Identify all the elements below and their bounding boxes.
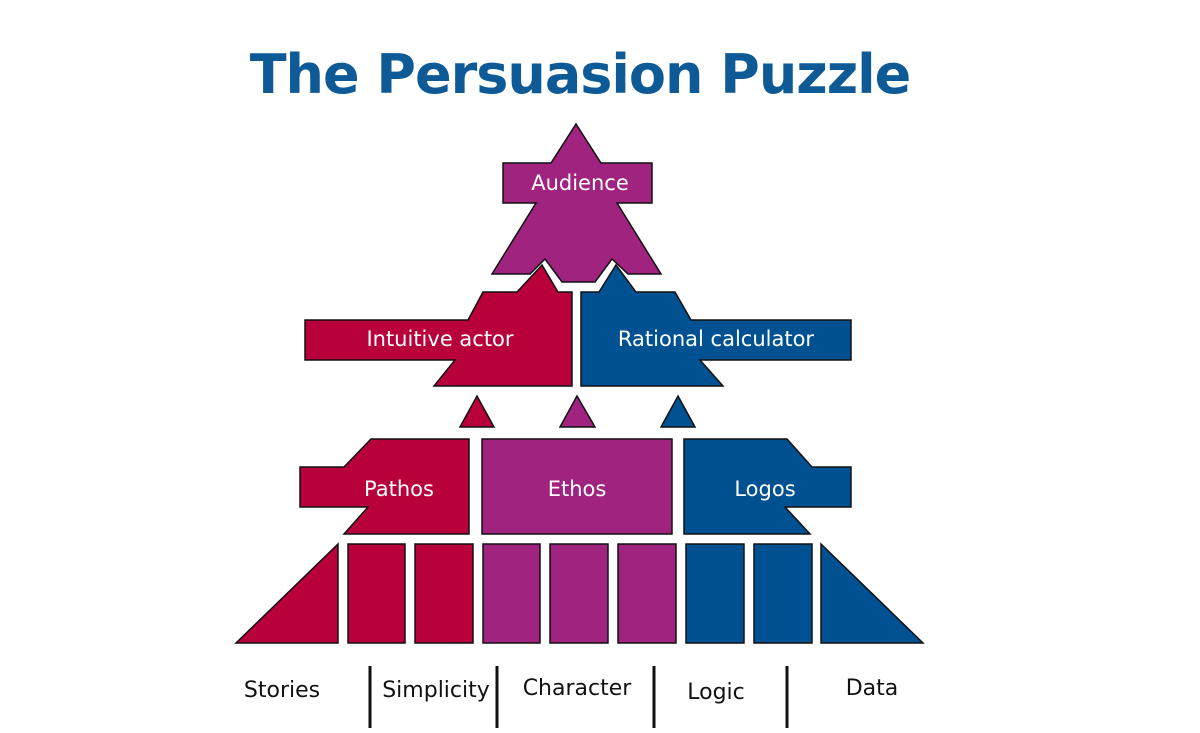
intuitive-actor-shape [304,263,573,387]
rational-calculator-label: Rational calculator [618,327,814,351]
ethos-connector-triangle [558,394,597,428]
base-label-character: Character [523,676,633,701]
base-row [234,542,925,644]
base-block-1 [347,543,406,644]
rational-calculator-node: Rational calculator [580,263,852,387]
page-title: The Persuasion Puzzle [250,43,911,106]
ethos-node: Ethos [481,438,673,535]
base-block-2 [414,543,474,644]
audience-label: Audience [531,171,629,195]
pathos-node: Pathos [299,438,470,535]
base-block-3 [482,543,541,644]
base-block-7 [753,543,813,644]
base-block-4 [549,543,609,644]
pathos-shape [299,438,470,535]
logos-label: Logos [734,477,795,501]
base-labels: Stories Simplicity Character Logic Data [244,676,898,705]
logos-node: Logos [683,438,852,535]
ethos-shape [481,438,673,535]
base-label-logic: Logic [687,680,745,705]
rational-calculator-shape [580,263,852,387]
audience-shape [490,122,663,283]
base-label-data: Data [846,676,899,701]
base-block-6 [685,543,745,644]
ethos-label: Ethos [548,477,607,501]
intuitive-actor-label: Intuitive actor [366,327,513,351]
base-dividers [368,666,789,728]
pathos-label: Pathos [364,477,434,501]
base-block-5 [617,543,677,644]
pathos-connector-triangle [458,394,496,428]
base-right-triangle [820,542,925,644]
base-left-triangle [234,542,339,644]
intuitive-actor-node: Intuitive actor [304,263,573,387]
logos-connector-triangle [659,394,697,428]
logos-shape [683,438,852,535]
base-label-simplicity: Simplicity [382,678,490,703]
base-label-stories: Stories [244,678,320,703]
audience-node: Audience [490,122,663,283]
